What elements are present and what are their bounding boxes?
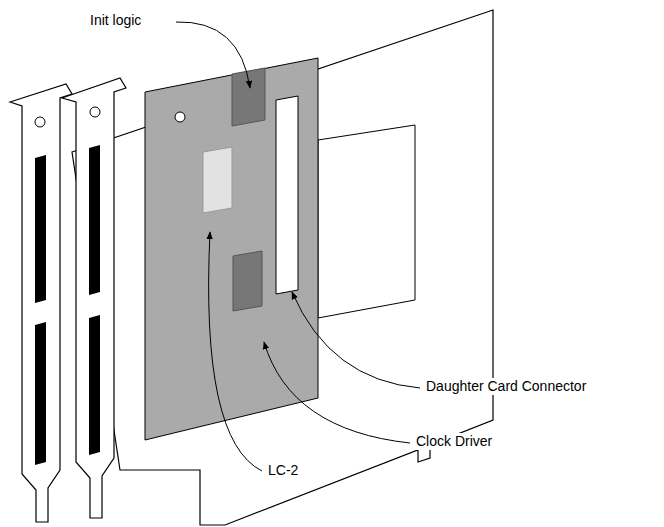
- mount-hole: [175, 112, 185, 122]
- daughter-card: [145, 58, 318, 440]
- part-label: Clock Driver: [414, 433, 494, 450]
- daughter-card-back: [318, 125, 415, 318]
- bracket-front: [62, 78, 126, 518]
- clock-driver-chip: [233, 251, 262, 311]
- part-label: Daughter Card Connector: [424, 378, 588, 395]
- leader-line: [292, 292, 420, 388]
- connector-slot: [276, 96, 298, 294]
- leader-line: [176, 22, 250, 88]
- leader-lines: [176, 22, 420, 471]
- leader-line: [209, 232, 262, 471]
- part-label: LC-2: [266, 462, 300, 479]
- init-logic-chip: [232, 68, 265, 126]
- leader-line: [264, 342, 410, 443]
- bracket-back: [10, 84, 72, 522]
- lc2-chip: [203, 147, 232, 213]
- part-label: Init logic: [88, 12, 143, 29]
